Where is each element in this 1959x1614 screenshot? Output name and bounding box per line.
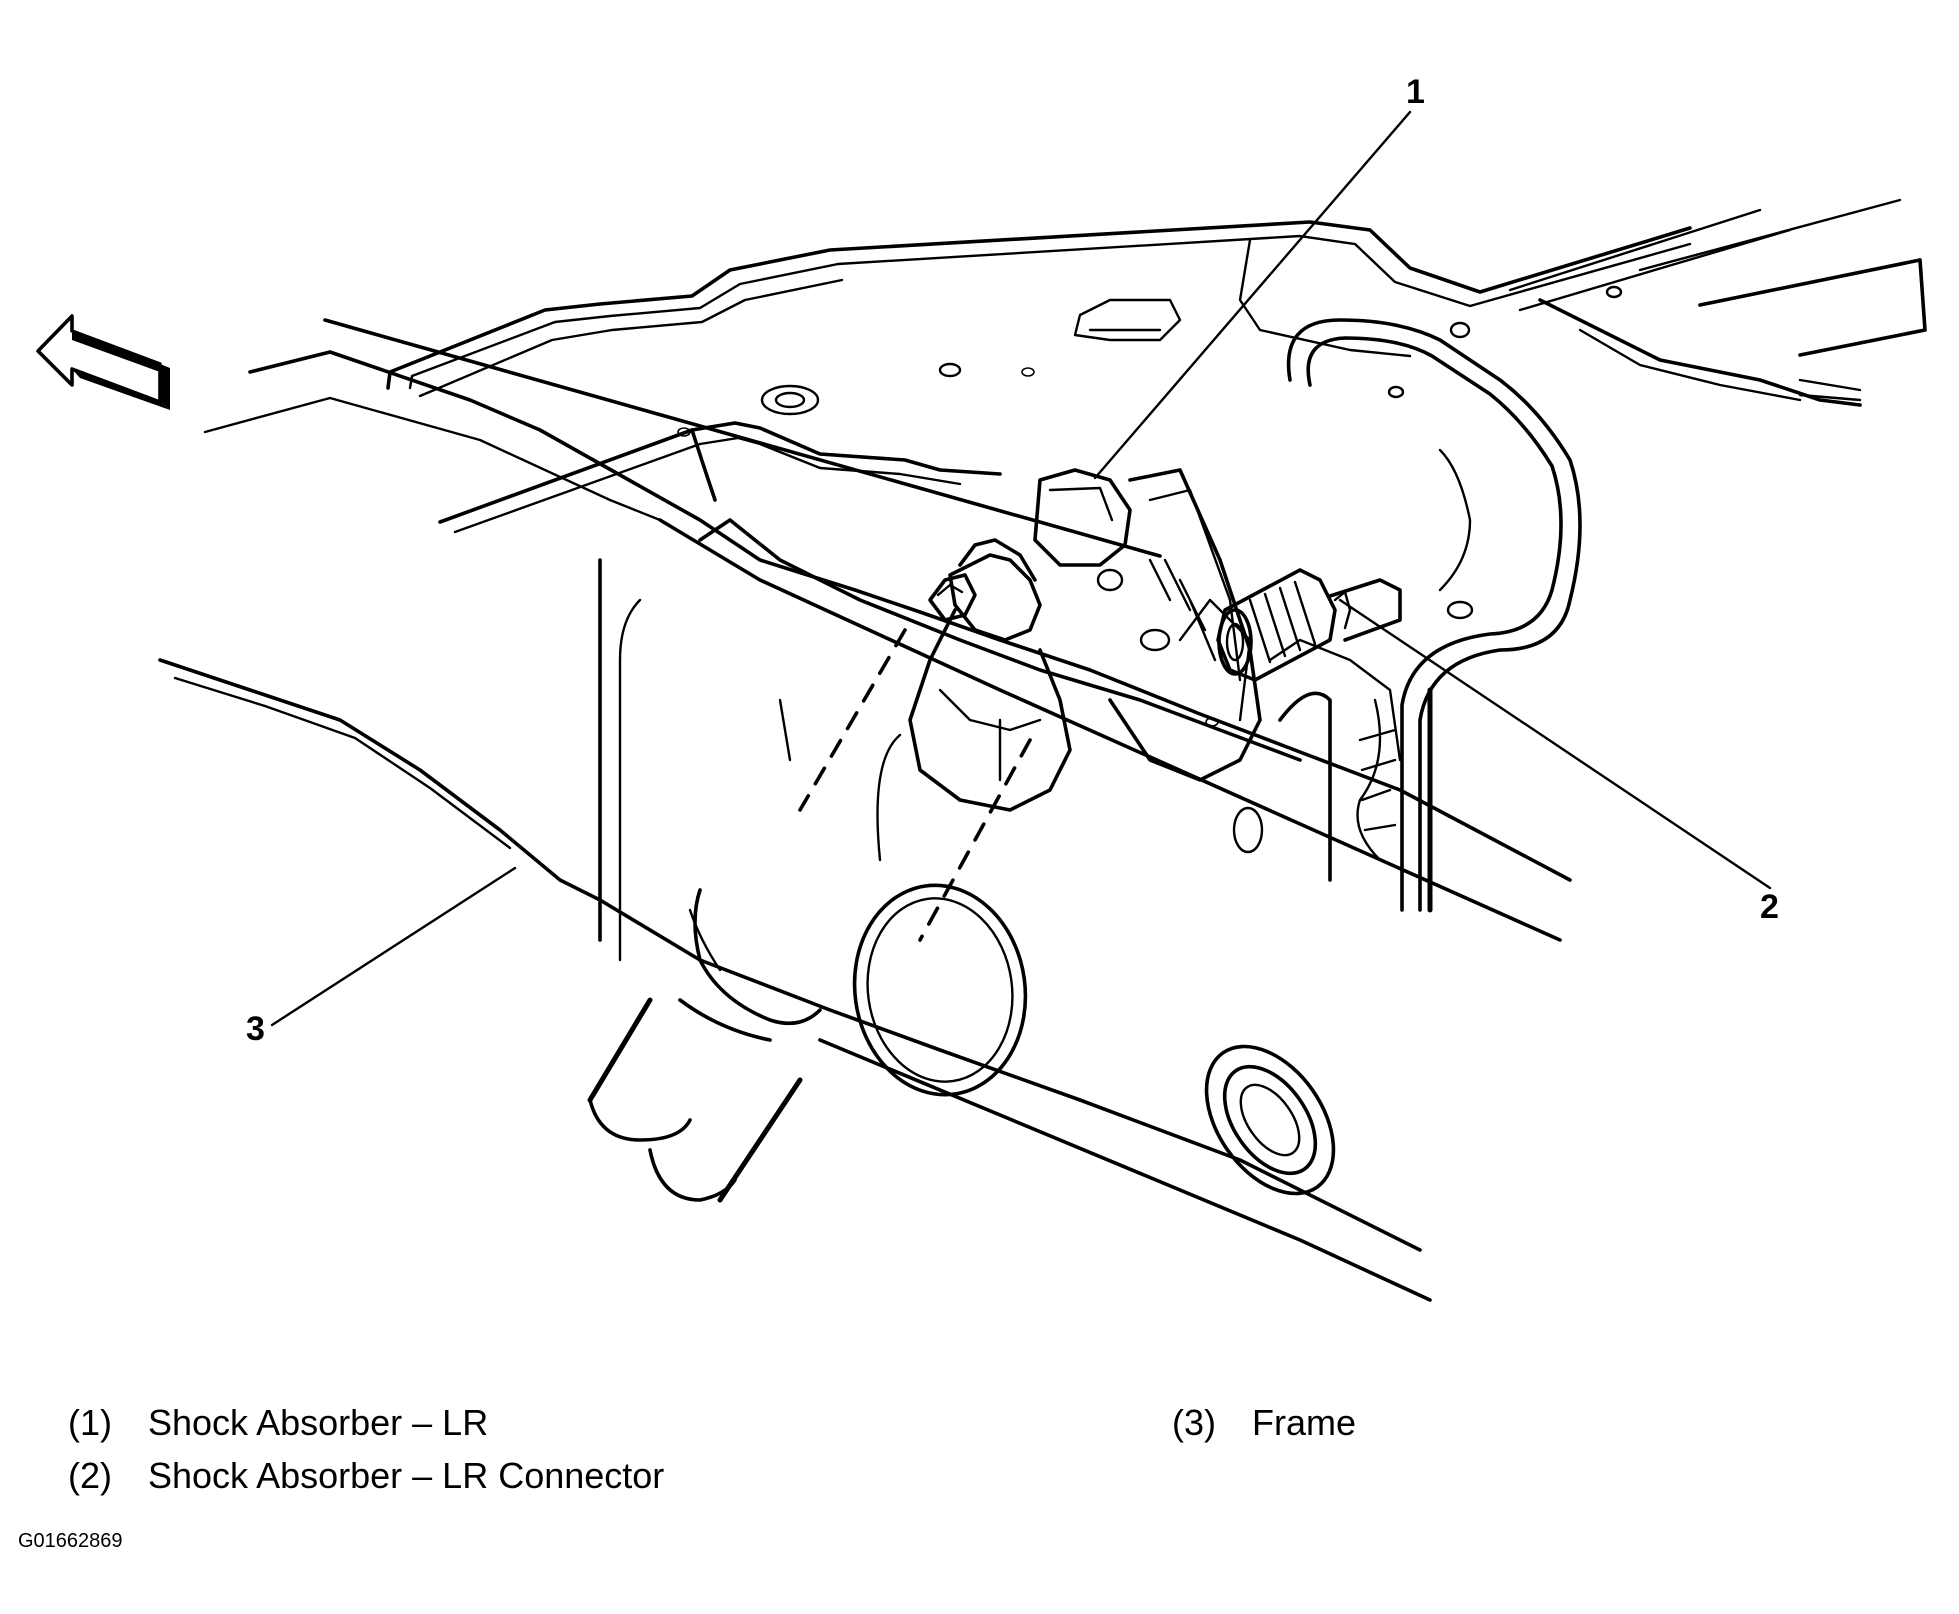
- legend-item-1: (1) Shock Absorber – LR: [68, 1405, 488, 1441]
- legend-item-3: (3) Frame: [1172, 1405, 1356, 1441]
- legend-label: Frame: [1252, 1402, 1357, 1443]
- callout-3: 3: [246, 1010, 265, 1048]
- legend-label: Shock Absorber – LR: [148, 1402, 489, 1443]
- frame-rail: [158, 318, 1572, 1302]
- shock-absorber-connector: [1216, 568, 1402, 682]
- right-frame-section: [1178, 318, 1582, 913]
- legend-number: (3): [1172, 1402, 1216, 1443]
- leader-line-1: [1093, 110, 1412, 480]
- leader-line-2: [1338, 598, 1772, 890]
- callout-1: 1: [1406, 73, 1425, 111]
- leader-line-3: [270, 866, 517, 1027]
- crossmember: [386, 198, 1927, 620]
- legend-number: (2): [68, 1455, 112, 1496]
- leader-lines: [270, 110, 1772, 1027]
- legend-number: (1): [68, 1402, 112, 1443]
- forward-arrow-icon: [36, 314, 170, 410]
- callout-2: 2: [1760, 888, 1779, 926]
- figure-code: G01662869: [18, 1530, 123, 1552]
- legend-item-2: (2) Shock Absorber – LR Connector: [68, 1458, 664, 1494]
- legend-label: Shock Absorber – LR Connector: [148, 1455, 665, 1496]
